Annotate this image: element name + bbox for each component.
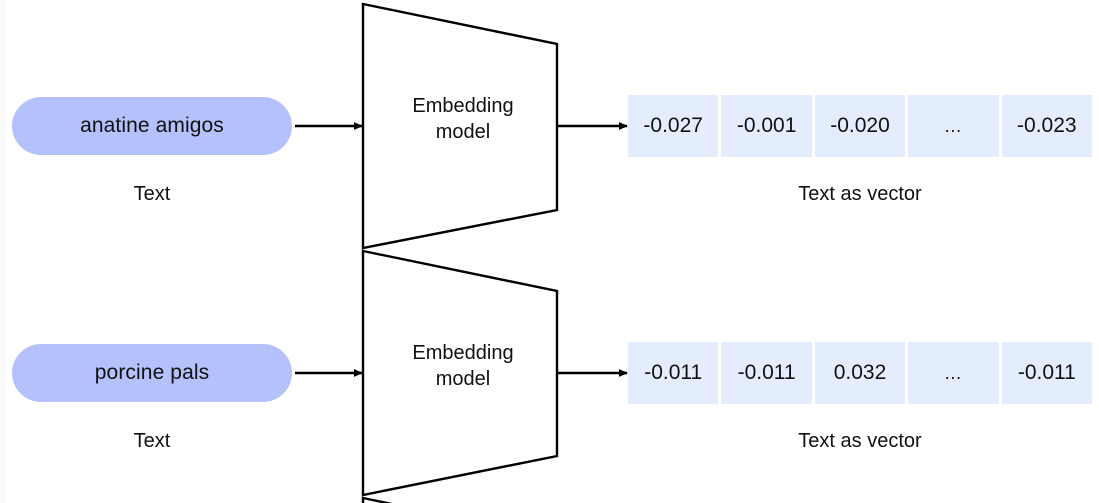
vector-row-2: -0.011 -0.011 0.032 … -0.011 xyxy=(628,342,1093,404)
vector-cell: -0.027 xyxy=(628,95,719,157)
text-input-label-2: porcine pals xyxy=(94,361,210,384)
embedding-model-label-1-line2: model xyxy=(435,121,491,143)
text-input-pill-2[interactable]: porcine pals xyxy=(12,344,292,402)
vector-cell: -0.011 xyxy=(721,342,812,404)
text-input-pill-1[interactable]: anatine amigos xyxy=(12,97,292,155)
text-input-label-1: anatine amigos xyxy=(80,114,224,137)
vector-cell: -0.011 xyxy=(628,342,719,404)
vector-cell: 0.032 xyxy=(814,342,906,404)
embedding-model-label-1: Embedding model xyxy=(368,93,558,145)
vector-row-1: -0.027 -0.001 -0.020 … -0.023 xyxy=(628,95,1093,157)
embedding-model-label-2-line2: model xyxy=(435,368,491,390)
embedding-model-label-1-line1: Embedding xyxy=(412,95,514,117)
vector-cell: -0.023 xyxy=(1001,95,1093,157)
vector-cell: -0.011 xyxy=(1001,342,1093,404)
embedding-model-shape-3-partial xyxy=(361,496,393,503)
vector-cell: -0.001 xyxy=(721,95,812,157)
vector-cell-ellipsis: … xyxy=(908,95,999,157)
embedding-model-label-2: Embedding model xyxy=(368,340,558,392)
embedding-model-label-2-line1: Embedding xyxy=(412,342,514,364)
text-caption-1: Text xyxy=(133,183,171,205)
vector-caption-2: Text as vector xyxy=(798,430,922,452)
embedding-model-shape-1 xyxy=(361,2,559,250)
text-caption-2: Text xyxy=(133,430,171,452)
vector-cell-ellipsis: … xyxy=(908,342,999,404)
vector-caption-1: Text as vector xyxy=(798,183,922,205)
embedding-model-shape-2 xyxy=(361,249,559,497)
vector-cell: -0.020 xyxy=(814,95,906,157)
